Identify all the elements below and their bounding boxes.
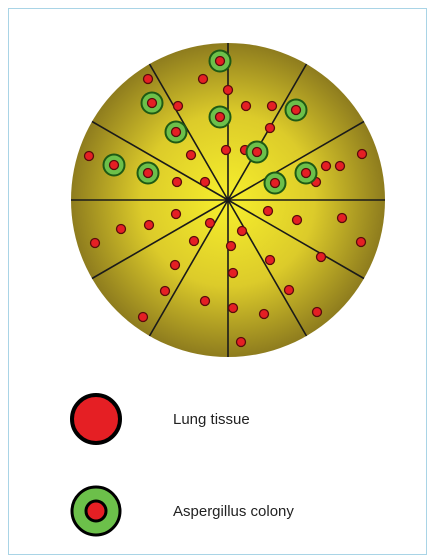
lung-tissue-icon <box>70 393 122 445</box>
lung-tissue-dot <box>268 102 277 111</box>
lung-tissue-dot <box>190 237 199 246</box>
lung-tissue-dot <box>171 261 180 270</box>
colony-core <box>144 169 153 178</box>
colony-core <box>110 161 119 170</box>
lung-tissue-dot <box>206 219 215 228</box>
lung-tissue-dot <box>201 178 210 187</box>
lung-tissue-dot <box>161 287 170 296</box>
lung-tissue-dot <box>144 75 153 84</box>
colony-core <box>292 106 301 115</box>
colony-core <box>253 148 262 157</box>
colony-core <box>172 128 181 137</box>
legend-label-lung-tissue: Lung tissue <box>173 410 250 430</box>
colony-core <box>271 179 280 188</box>
aspergillus-colony <box>210 107 231 128</box>
colony-core <box>302 169 311 178</box>
lung-tissue-dot <box>285 286 294 295</box>
lung-tissue-dot <box>260 310 269 319</box>
lung-tissue-dot <box>174 102 183 111</box>
lung-tissue-dot <box>173 178 182 187</box>
lung-tissue-dot <box>238 227 247 236</box>
lung-tissue-dot <box>358 150 367 159</box>
lung-tissue-dot <box>199 75 208 84</box>
legend-item-aspergillus-colony <box>70 485 122 542</box>
aspergillus-colony-icon <box>70 485 122 537</box>
aspergillus-colony <box>247 142 268 163</box>
aspergillus-colony <box>286 100 307 121</box>
lung-tissue-dot <box>117 225 126 234</box>
lung-tissue-dot <box>187 151 196 160</box>
colony-core <box>148 99 157 108</box>
lung-tissue-dot <box>139 313 148 322</box>
lung-tissue-dot <box>145 221 154 230</box>
lung-tissue-dot <box>266 256 275 265</box>
aspergillus-colony <box>138 163 159 184</box>
lung-tissue-dot <box>237 338 246 347</box>
legend-item-lung-tissue <box>70 393 122 450</box>
lung-tissue-dot <box>336 162 345 171</box>
lung-tissue-dot <box>322 162 331 171</box>
aspergillus-colony <box>104 155 125 176</box>
lung-tissue-dot <box>357 238 366 247</box>
lung-tissue-dot <box>264 207 273 216</box>
colony-core <box>216 57 225 66</box>
lung-tissue-dot <box>313 308 322 317</box>
lung-tissue-dot <box>222 146 231 155</box>
lung-tissue-dot <box>224 86 233 95</box>
lung-tissue-dot <box>91 239 100 248</box>
lung-tissue-dot <box>293 216 302 225</box>
lung-tissue-dot <box>242 102 251 111</box>
aspergillus-colony <box>142 93 163 114</box>
legend-label-aspergillus-colony: Aspergillus colony <box>173 502 294 522</box>
lung-tissue-dot <box>317 253 326 262</box>
aspergillus-colony <box>166 122 187 143</box>
aspergillus-colony <box>296 163 317 184</box>
lung-tissue-dot <box>266 124 275 133</box>
aspergillus-colony <box>265 173 286 194</box>
lung-tissue-dot <box>229 304 238 313</box>
lung-tissue-dot <box>172 210 181 219</box>
lung-tissue-dot <box>201 297 210 306</box>
aspergillus-colony <box>210 51 231 72</box>
colony-core <box>216 113 225 122</box>
lung-tissue-dot <box>338 214 347 223</box>
lung-tissue-dot <box>229 269 238 278</box>
lung-tissue-dot <box>227 242 236 251</box>
lung-tissue-dot <box>85 152 94 161</box>
